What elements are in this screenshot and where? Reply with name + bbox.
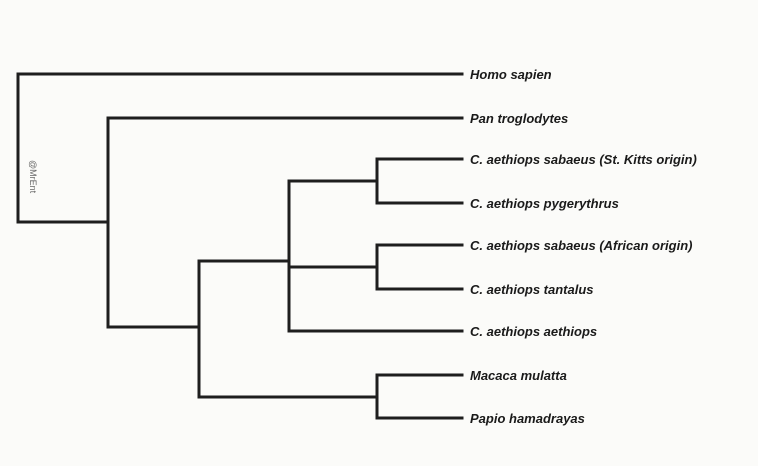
- branch-macaca-papio: [375, 373, 464, 420]
- taxon-label: Homo sapien: [470, 67, 552, 82]
- branch-sabaeus-african-tantalus: [375, 243, 464, 291]
- taxon-label: C. aethiops sabaeus (African origin): [470, 238, 693, 253]
- branch-sabaeus-stkitts-pygerythrus: [375, 157, 464, 205]
- branch-hominoid-split: [106, 116, 464, 329]
- taxon-label: C. aethiops tantalus: [470, 282, 594, 297]
- branch-cercopithecid-split: [197, 259, 379, 399]
- watermark-text: @MrEnt: [28, 160, 38, 194]
- taxon-label: C. aethiops aethiops: [470, 324, 597, 339]
- taxon-label: C. aethiops pygerythrus: [470, 196, 619, 211]
- taxon-label: Papio hamadrayas: [470, 411, 585, 426]
- branch-root: [16, 72, 464, 224]
- taxon-label: Pan troglodytes: [470, 111, 568, 126]
- branch-chlorocebus-clade: [287, 179, 464, 333]
- taxon-label: C. aethiops sabaeus (St. Kitts origin): [470, 152, 697, 167]
- taxon-label: Macaca mulatta: [470, 368, 567, 383]
